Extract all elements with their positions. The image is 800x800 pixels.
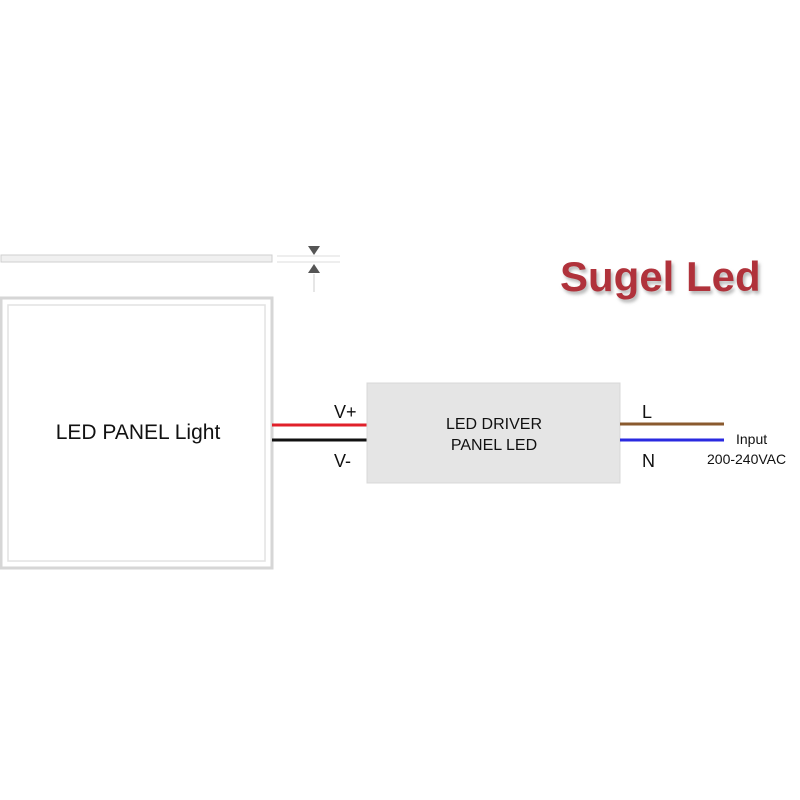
live-label: L (642, 402, 652, 422)
led-panel: LED PANEL Light (0, 296, 274, 570)
led-driver: LED DRIVER PANEL LED (366, 382, 621, 484)
panel-label: LED PANEL Light (56, 421, 221, 444)
negative-label: V- (334, 451, 351, 471)
driver-label-line1: LED DRIVER (446, 416, 542, 433)
positive-label: V+ (334, 402, 357, 422)
input-voltage: 200-240VAC (707, 451, 786, 467)
driver-label-line2: PANEL LED (451, 437, 537, 454)
panel-side-profile (0, 254, 273, 263)
thickness-arrow-down-icon (308, 246, 320, 255)
input-label: Input (736, 431, 767, 447)
thickness-arrow-up-icon (308, 264, 320, 273)
neutral-label: N (642, 451, 655, 471)
brand-logo: Sugel Led (560, 253, 761, 300)
